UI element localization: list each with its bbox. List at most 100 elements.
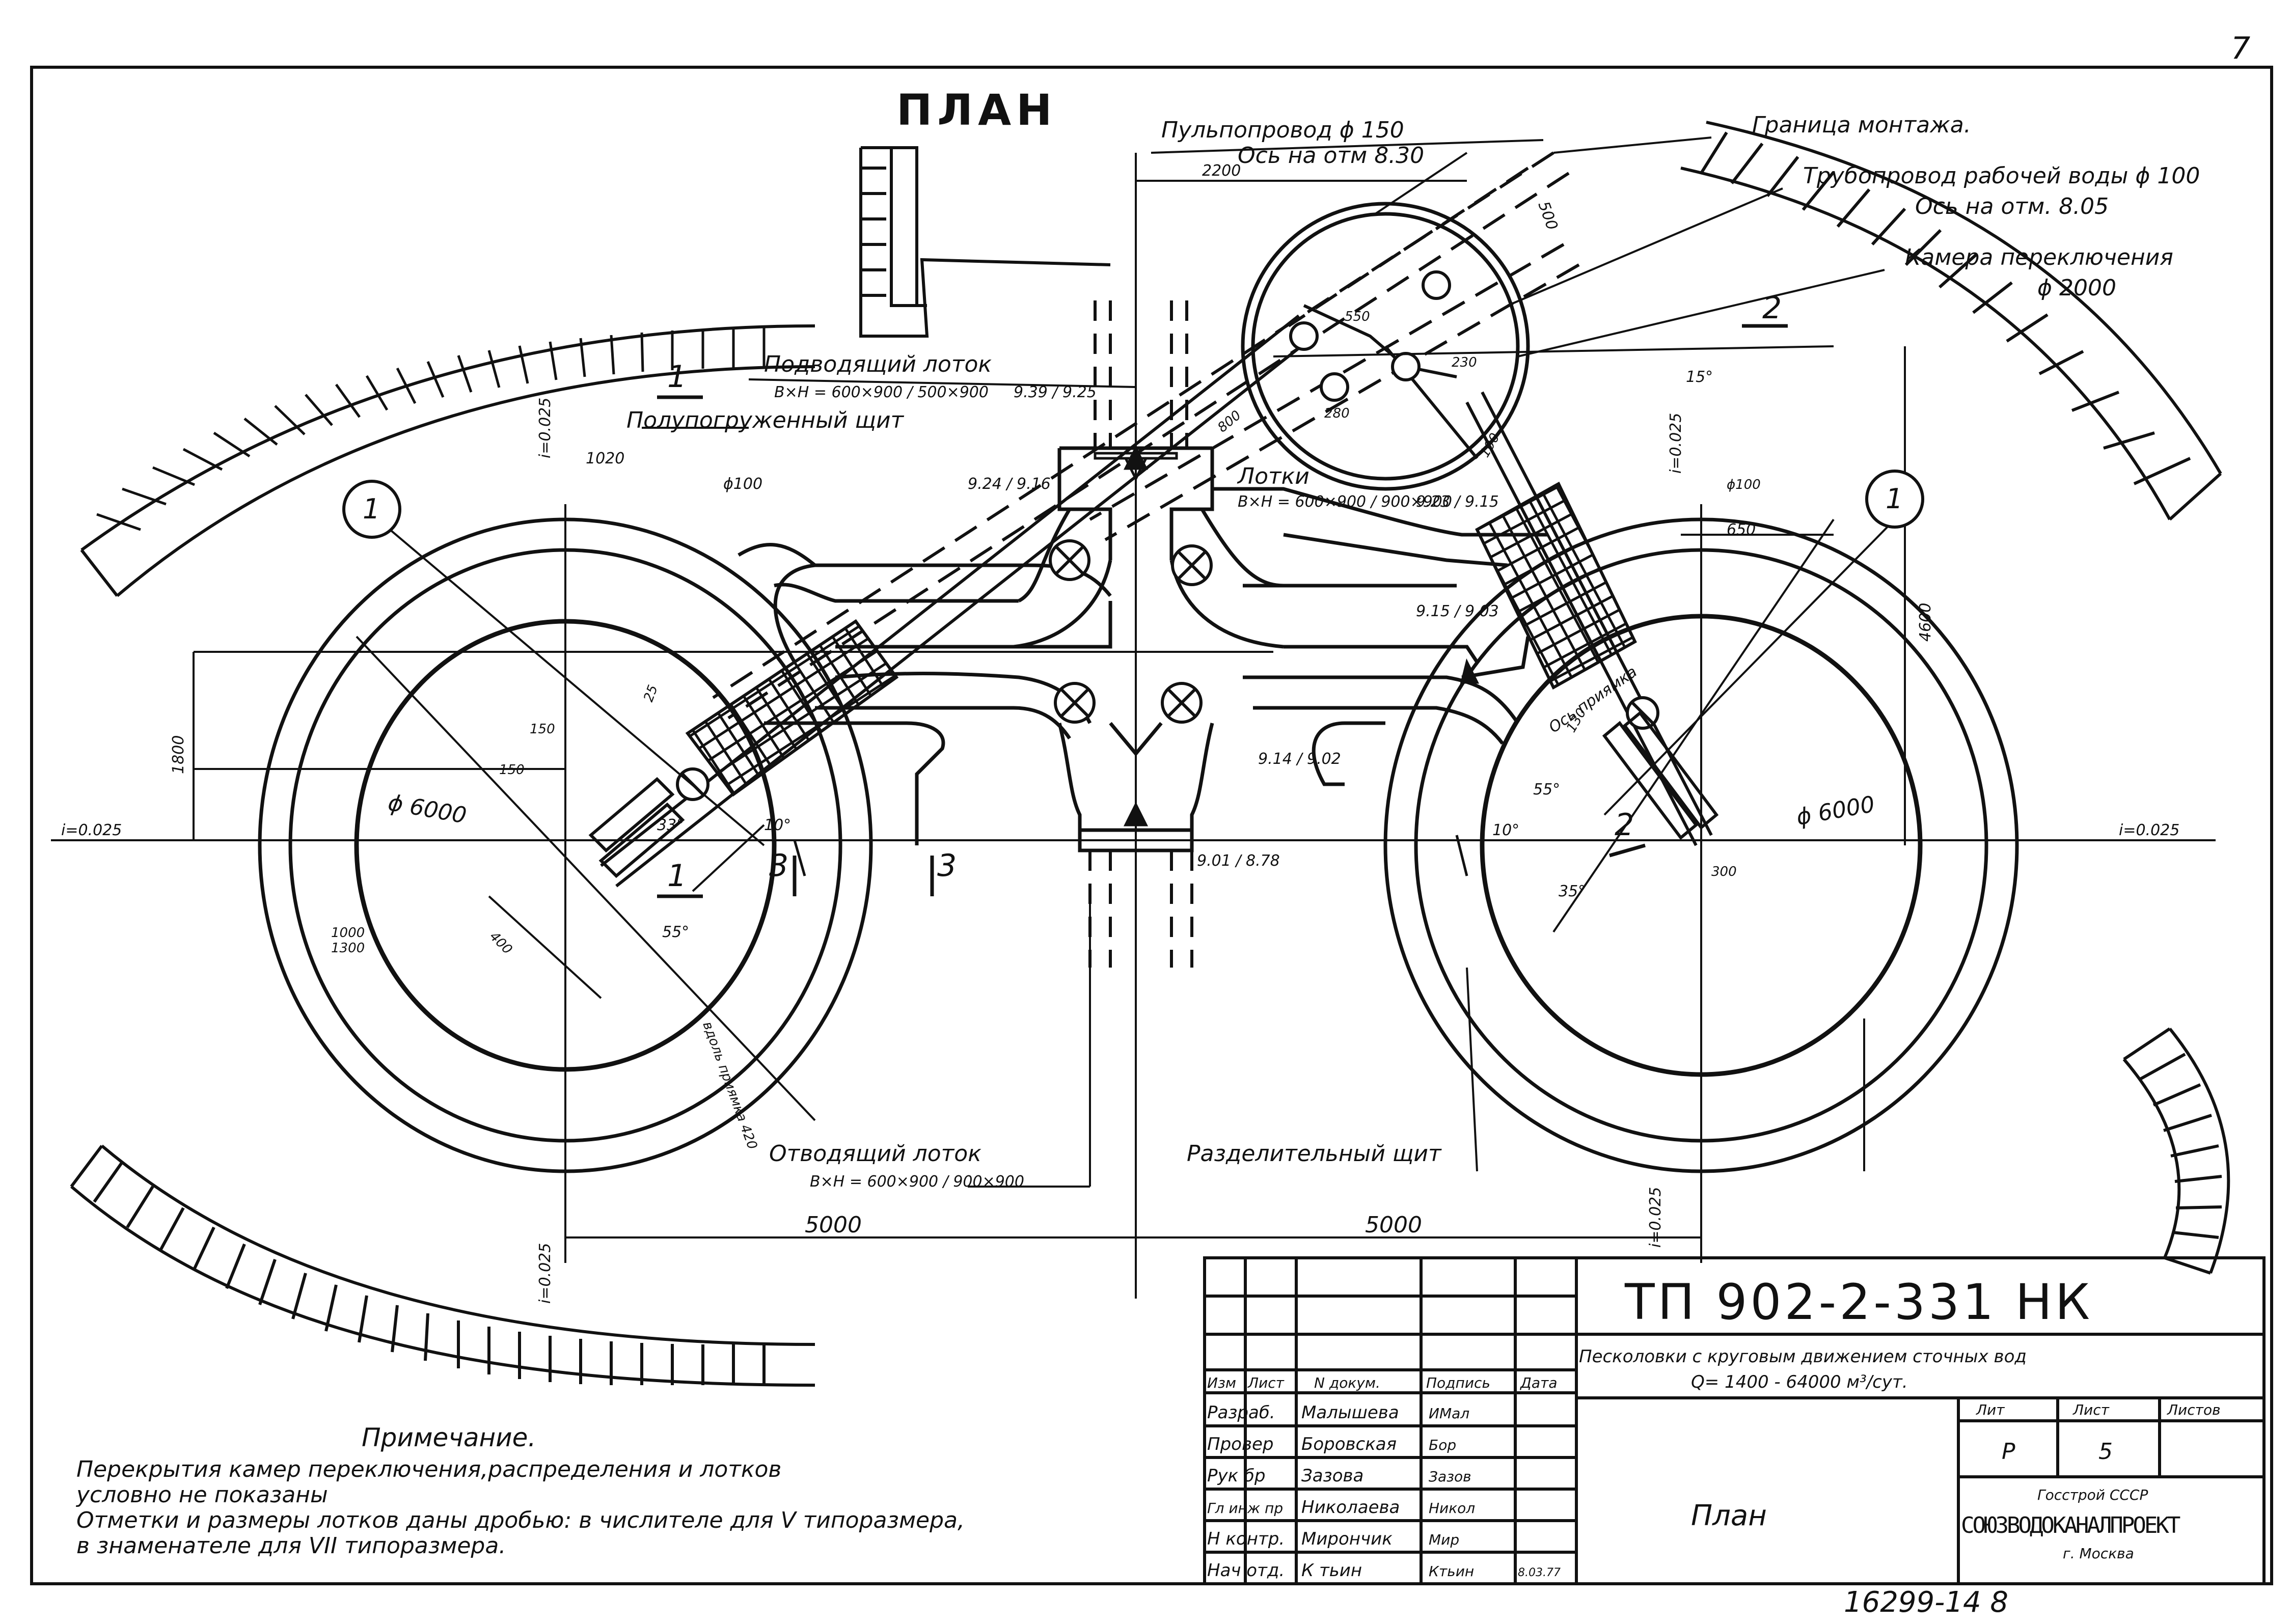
- trays-marks: 9.23 / 9.15: [1416, 493, 1499, 511]
- gate-valve-icon: [1289, 321, 1319, 351]
- signature: Никол: [1429, 1500, 1475, 1517]
- dimension-label: 230: [1452, 355, 1477, 370]
- note-line: в знаменателе для VII типоразмера.: [76, 1533, 506, 1559]
- mount-border-label: Граница монтажа.: [1752, 112, 1971, 138]
- embankment-bottom-left: [70, 1144, 815, 1387]
- signature: Мир: [1429, 1531, 1459, 1548]
- angle-label: 55°: [1533, 781, 1560, 799]
- trays-dims: B×H = 600×900 / 900×900: [1238, 493, 1452, 511]
- signer-role: Нач отд.: [1207, 1560, 1285, 1581]
- mark-label: 9.15 / 9.03: [1416, 602, 1499, 620]
- signer-role: Провер: [1207, 1434, 1274, 1454]
- pulp-axis-label: Ось на отм 8.30: [1238, 143, 1424, 169]
- outlet-tray-dims: B×H = 600×900 / 900×900: [810, 1173, 1024, 1191]
- diameter-label: ϕ 6000: [386, 790, 469, 829]
- col-header: Лист: [1247, 1374, 1285, 1391]
- inlet-tray-label: Подводящий лоток: [764, 351, 992, 377]
- divide-gate-label: Разделительный щит: [1187, 1141, 1442, 1167]
- callout-circle: [1865, 470, 1924, 529]
- signer-name: Малышева: [1301, 1402, 1399, 1423]
- sign-date: 8.03.77: [1518, 1566, 1561, 1579]
- sheet-name: План: [1691, 1499, 1767, 1532]
- lit-value: Р: [2002, 1439, 2015, 1465]
- inlet-tray-dims: B×H = 600×900 / 500×900: [774, 383, 989, 401]
- embankment-bottom-right: [2122, 1027, 2230, 1275]
- signer-name: Зазова: [1301, 1466, 1363, 1486]
- dimension-label: 150: [530, 722, 555, 737]
- gate-valve-icon: [1171, 544, 1213, 586]
- gate-valve-icon: [1626, 696, 1659, 730]
- water-axis-label: Ось на отм. 8.05: [1915, 194, 2109, 219]
- signer-role: Гл инж пр: [1207, 1500, 1283, 1517]
- signer-name: Мирончик: [1301, 1529, 1393, 1549]
- title-block: [1203, 1256, 2266, 1585]
- section-label: 2: [1615, 807, 1634, 843]
- dimension-label: 25: [641, 683, 661, 704]
- angle-label: 55°: [662, 923, 689, 941]
- section-label: 2: [1762, 290, 1782, 326]
- sheets-header: Листов: [2167, 1401, 2221, 1418]
- semi-gate-label: Полупогруженный щит: [626, 407, 905, 433]
- signature: Зазов: [1429, 1468, 1471, 1485]
- signer-name: Боровская: [1301, 1434, 1397, 1454]
- gate-valve-icon: [1320, 372, 1349, 402]
- outlet-tray-label: Отводящий лоток: [769, 1141, 981, 1167]
- dimension-label: 550: [1345, 309, 1370, 324]
- inlet-tray-marks: 9.39 / 9.25: [1014, 383, 1097, 401]
- dimension-label: 5000: [1365, 1212, 1422, 1238]
- gate-valve-icon: [1161, 682, 1203, 724]
- mark-label: 9.24 / 9.16: [968, 475, 1051, 493]
- org-city: г. Москва: [2063, 1545, 2134, 1562]
- dimension-label: 1000: [331, 925, 365, 941]
- archive-number: 16299-14 8: [1844, 1586, 2008, 1619]
- angle-label: 10°: [764, 816, 791, 834]
- org-name: СОЮЗВОДОКАНАЛПРОЕКТ: [1961, 1512, 2180, 1538]
- gate-valve-icon: [1422, 270, 1451, 300]
- switch-chamber-diameter: ϕ 2000: [2037, 275, 2116, 301]
- gate-valve-icon: [1054, 682, 1096, 724]
- signer-role: Рук бр: [1207, 1466, 1266, 1486]
- col-header: N докум.: [1314, 1374, 1380, 1391]
- dimension-lines: [193, 180, 1906, 1253]
- callout-circle: [342, 480, 401, 539]
- project-title: Песколовки с круговым движением сточных …: [1579, 1346, 2027, 1367]
- pipe-diameter-label: ϕ100: [1727, 477, 1761, 492]
- org-ministry: Госстрой СССР: [2037, 1487, 2148, 1503]
- lit-header: Лит: [1976, 1401, 2005, 1418]
- section-label: 1: [667, 359, 687, 395]
- dimension-label: 1020: [586, 450, 624, 467]
- angle-label: 35°: [1559, 883, 1586, 900]
- embankment-top-left-ticks: [96, 326, 766, 531]
- axis-lines: [51, 153, 2216, 1299]
- mark-label: 9.14 / 9.02: [1258, 750, 1341, 768]
- col-header: Изм: [1207, 1374, 1236, 1391]
- dimension-label: 650: [1727, 521, 1756, 539]
- signature: ИМал: [1429, 1405, 1469, 1422]
- pulp-pipe-label: Пульпопровод ϕ 150: [1161, 117, 1404, 143]
- dimension-label: 4600: [1917, 603, 1934, 642]
- dimension-label: 280: [1324, 406, 1350, 421]
- sheet-header: Лист: [2072, 1401, 2110, 1418]
- gate-valve-icon: [1391, 352, 1421, 381]
- dimension-label: 150: [499, 762, 525, 778]
- mark-label: 9.01 / 8.78: [1197, 852, 1280, 870]
- capacity-label: Q= 1400 - 64000 м³/сут.: [1691, 1372, 1908, 1392]
- leader-lines: [371, 136, 1901, 1188]
- water-pipe-label: Трубопровод рабочей воды ϕ 100: [1803, 163, 2200, 189]
- section-markers: [657, 324, 1788, 898]
- angle-label: 10°: [1492, 821, 1519, 839]
- dimension-label: 1300: [331, 941, 365, 956]
- signer-role: Н контр.: [1207, 1529, 1285, 1549]
- note-line: Перекрытия камер переключения,распределе…: [76, 1456, 781, 1482]
- pipe-sleeve-right: [1475, 481, 1637, 690]
- trays-label: Лотки: [1237, 463, 1309, 489]
- sheet-number: 7: [2231, 31, 2250, 66]
- slope-label: i=0.025: [2119, 821, 2179, 839]
- slope-label: i=0.025: [536, 398, 554, 458]
- doc-code: ТП 902-2-331 НК: [1624, 1274, 2093, 1331]
- col-header: Подпись: [1426, 1374, 1490, 1391]
- signer-name: К тьин: [1301, 1560, 1362, 1581]
- note-line: Отметки и размеры лотков даны дробью: в …: [76, 1507, 965, 1533]
- diameter-label: ϕ 6000: [1794, 791, 1877, 831]
